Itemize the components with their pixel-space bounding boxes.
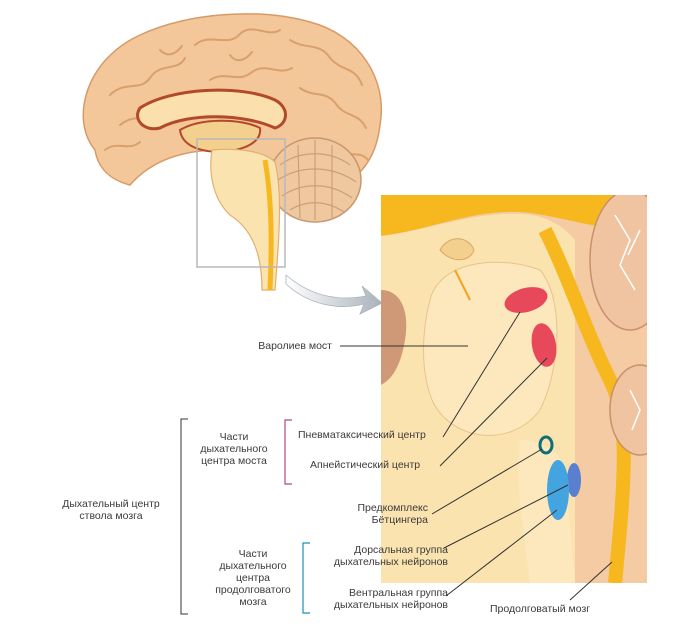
tract bbox=[538, 226, 631, 583]
label-medulla-centers: Части дыхательного центра продолговатого… bbox=[215, 548, 291, 608]
label-apneustic-center: Апнейстический центр bbox=[310, 459, 421, 471]
label-medulla: Продолговатый мозг bbox=[490, 603, 591, 615]
pneumotaxic-nucleus bbox=[504, 287, 548, 313]
label-pons-centers: Части дыхательного центра моста bbox=[200, 431, 268, 467]
zoomed-brainstem-panel bbox=[381, 195, 647, 583]
leader-lines bbox=[340, 311, 613, 601]
label-dorsal-group: Дорсальная группа дыхательных нейронов bbox=[333, 544, 448, 568]
bracket-pons bbox=[284, 419, 292, 485]
bracket-medulla bbox=[302, 542, 310, 614]
brainstem bbox=[210, 148, 281, 291]
zoom-arrow bbox=[285, 274, 383, 315]
dorsal-group-nucleus bbox=[567, 463, 581, 497]
pre-botzinger-nucleus bbox=[538, 435, 554, 455]
label-pons: Варолиев мост bbox=[258, 340, 332, 352]
cerebellum bbox=[268, 137, 362, 223]
zoom-frame bbox=[196, 138, 286, 268]
label-pre-botzinger: Предкомплекс Бётцингера bbox=[357, 502, 428, 526]
label-pneumotaxic-center: Пневматаксический центр bbox=[298, 429, 426, 441]
brainstem-tract bbox=[262, 159, 274, 291]
corpus-callosum bbox=[136, 88, 287, 131]
thalamus bbox=[178, 119, 262, 154]
label-ventral-group: Вентральная группа дыхательных нейронов bbox=[333, 587, 448, 611]
label-brainstem-center: Дыхательный центр ствола мозга bbox=[62, 498, 160, 522]
bracket-brainstem bbox=[180, 418, 188, 615]
cerebellum-detail bbox=[589, 195, 647, 456]
apneustic-nucleus bbox=[531, 323, 557, 367]
brain-sagittal-view bbox=[82, 13, 382, 291]
